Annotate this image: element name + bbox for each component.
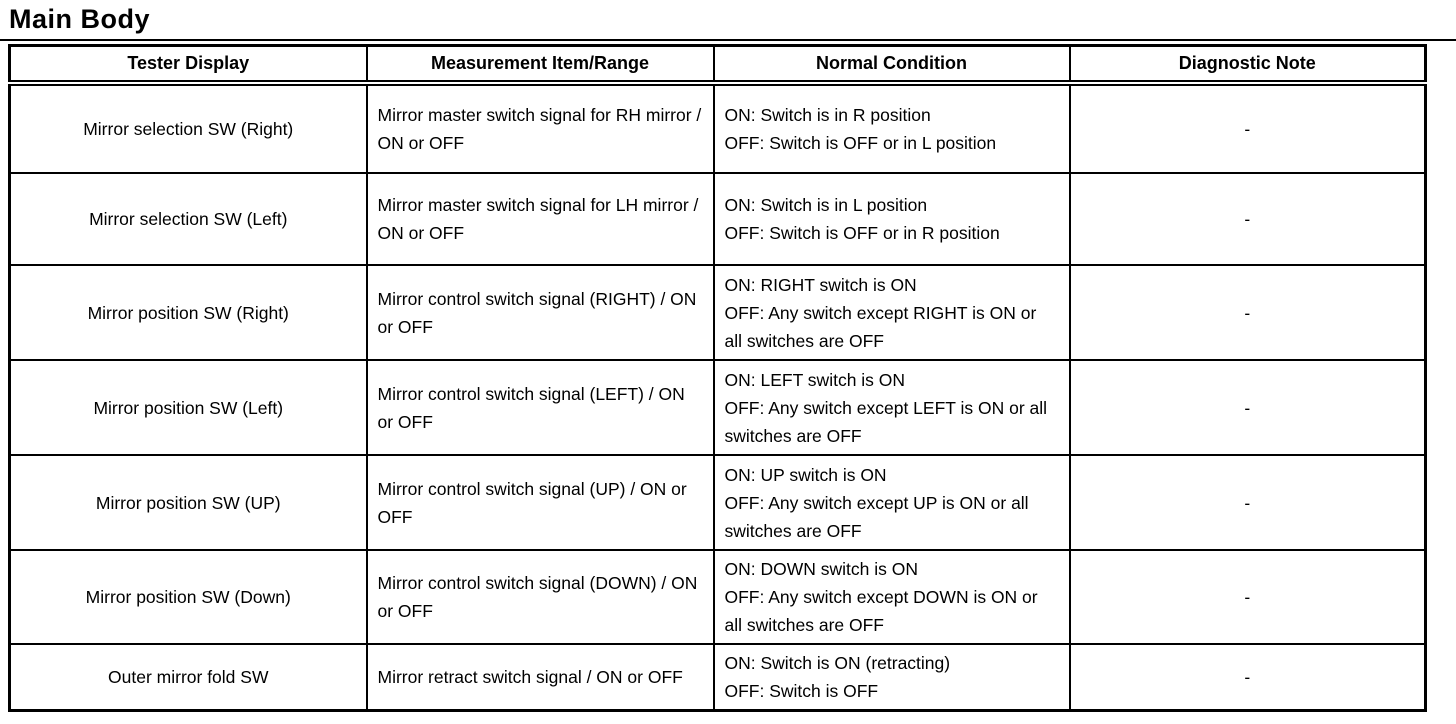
table-row: Mirror position SW (Left)Mirror control …: [8, 359, 1427, 456]
cell-tester-display: Mirror selection SW (Left): [8, 172, 368, 266]
table-row: Mirror selection SW (Right)Mirror master…: [8, 82, 1427, 174]
cell-tester-display: Mirror position SW (Right): [8, 264, 368, 361]
cell-measurement-item-range: Mirror master switch signal for LH mirro…: [365, 172, 715, 266]
cell-diagnostic-note: -: [1068, 82, 1427, 174]
cell-tester-display: Mirror position SW (UP): [8, 454, 368, 551]
table-row: Mirror position SW (Down)Mirror control …: [8, 549, 1427, 645]
cell-measurement-item-range: Mirror control switch signal (DOWN) / ON…: [365, 549, 715, 645]
table-header-row: Tester Display Measurement Item/Range No…: [8, 44, 1427, 86]
normal-condition-line: ON: DOWN switch is ON: [724, 559, 918, 579]
cell-normal-condition: ON: DOWN switch is ON OFF: Any switch exc…: [712, 549, 1071, 645]
cell-normal-condition: ON: UP switch is ON OFF: Any switch excep…: [712, 454, 1071, 551]
cell-normal-condition: ON: LEFT switch is ON OFF: Any switch exc…: [712, 359, 1071, 456]
cell-tester-display: Mirror position SW (Left): [8, 359, 368, 456]
col-header-diagnostic-note: Diagnostic Note: [1068, 44, 1427, 86]
cell-tester-display: Outer mirror fold SW: [8, 643, 368, 712]
normal-condition-line: OFF: Any switch except UP is ON or all s…: [724, 492, 1029, 541]
table-row: Mirror position SW (UP)Mirror control sw…: [8, 454, 1427, 551]
cell-measurement-item-range: Mirror retract switch signal / ON or OFF: [365, 643, 715, 712]
normal-condition-line: OFF: Switch is OFF or in R position: [724, 223, 1000, 243]
cell-normal-condition: ON: RIGHT switch is ON OFF: Any switch ex…: [712, 264, 1071, 361]
cell-diagnostic-note: -: [1068, 359, 1427, 456]
col-header-measurement-item-range: Measurement Item/Range: [365, 44, 715, 86]
normal-condition-line: ON: Switch is ON (retracting): [724, 653, 951, 673]
normal-condition-line: OFF: Any switch except RIGHT is ON or al…: [724, 302, 1037, 351]
normal-condition-line: ON: RIGHT switch is ON: [724, 274, 917, 295]
cell-diagnostic-note: -: [1068, 454, 1427, 551]
table-body: Mirror selection SW (Right)Mirror master…: [8, 82, 1427, 712]
normal-condition-line: ON: LEFT switch is ON: [724, 369, 906, 390]
cell-diagnostic-note: -: [1068, 264, 1427, 361]
normal-condition-line: OFF: Any switch except DOWN is ON or all…: [724, 587, 1038, 635]
cell-measurement-item-range: Mirror control switch signal (LEFT) / ON…: [365, 359, 715, 456]
cell-tester-display: Mirror position SW (Down): [8, 549, 368, 645]
normal-condition-line: ON: Switch is in L position: [724, 195, 928, 215]
cell-measurement-item-range: Mirror control switch signal (RIGHT) / O…: [365, 264, 715, 361]
normal-condition-line: ON: Switch is in R position: [724, 105, 931, 125]
cell-normal-condition: ON: Switch is ON (retracting) OFF: Switch…: [712, 643, 1071, 712]
col-header-tester-display: Tester Display: [8, 44, 368, 86]
cell-measurement-item-range: Mirror master switch signal for RH mirro…: [365, 82, 715, 174]
cell-measurement-item-range: Mirror control switch signal (UP) / ON o…: [365, 454, 715, 551]
cell-diagnostic-note: -: [1068, 172, 1427, 266]
normal-condition-line: OFF: Switch is OFF or in L position: [724, 133, 997, 153]
col-header-normal-condition: Normal Condition: [712, 44, 1071, 86]
table-row: Mirror selection SW (Left)Mirror master …: [8, 172, 1427, 266]
main-body-table: Tester Display Measurement Item/Range No…: [8, 44, 1427, 712]
cell-diagnostic-note: -: [1068, 549, 1427, 645]
cell-diagnostic-note: -: [1068, 643, 1427, 712]
cell-tester-display: Mirror selection SW (Right): [8, 82, 368, 174]
table-row: Mirror position SW (Right)Mirror control…: [8, 264, 1427, 361]
normal-condition-line: ON: UP switch is ON: [724, 464, 887, 485]
title-underline: [0, 39, 1456, 41]
page-title: Main Body: [9, 4, 151, 34]
normal-condition-line: OFF: Switch is OFF: [724, 681, 879, 701]
normal-condition-line: OFF: Any switch except LEFT is ON or all…: [724, 397, 1048, 446]
